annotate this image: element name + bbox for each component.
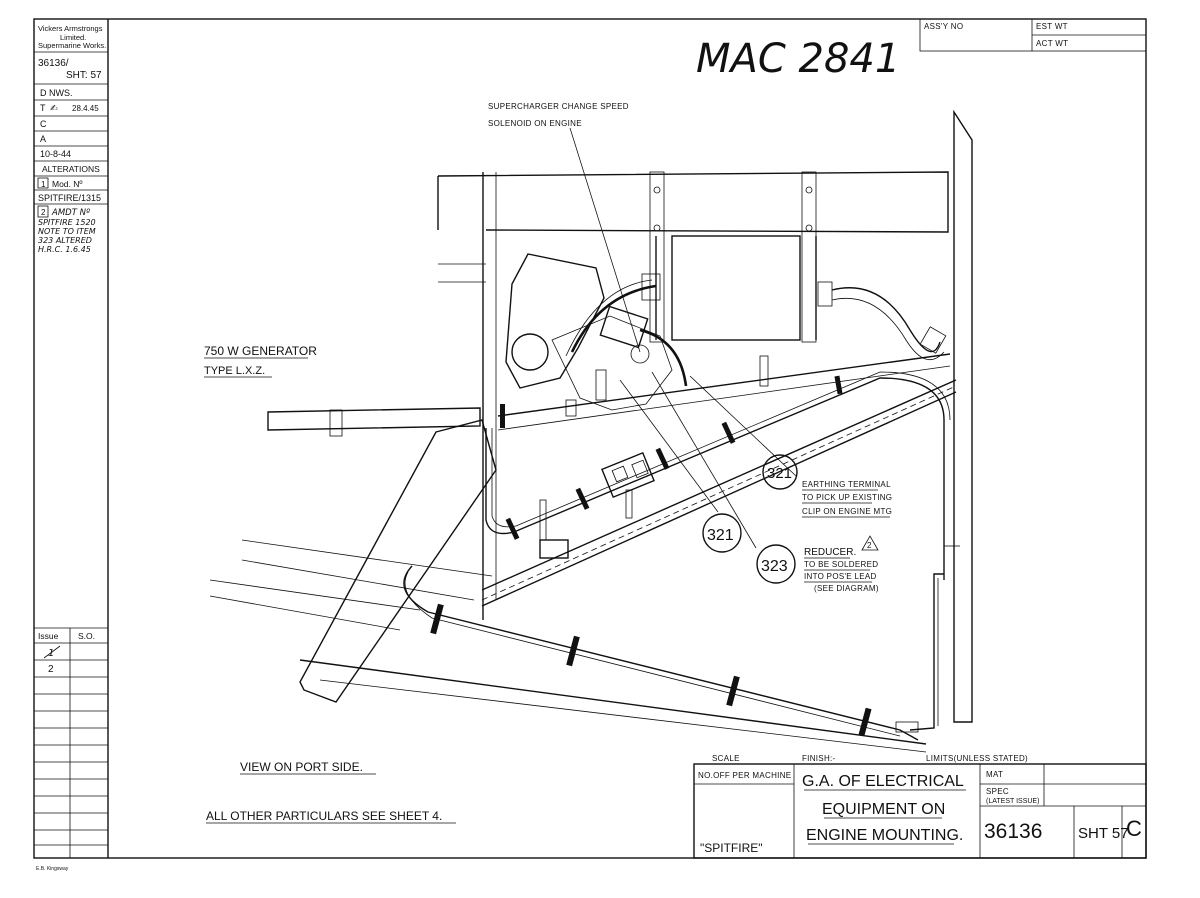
engine-block	[505, 253, 673, 411]
earthing-callout-3: Clip On Engine MTG	[802, 507, 892, 516]
amendment-line-3: NOTE TO ITEM	[38, 227, 96, 236]
limits-label: Limits(Unless Stated)	[926, 754, 1028, 763]
assy-no-label: Ass'y No	[924, 22, 963, 31]
mod-label: Mod. Nº	[52, 179, 83, 189]
earthing-callout-1: Earthing Terminal	[802, 480, 891, 489]
amendment-triangle	[861, 535, 879, 551]
title-line-1: G.A. of Electrical	[802, 773, 964, 790]
particulars-note: All Other Particulars See Sheet 4.	[206, 809, 442, 823]
engine-mounting-drawing	[209, 109, 973, 753]
sheet-ref: SHT: 57	[66, 70, 102, 81]
no-off-label: No.Off Per Machine	[698, 771, 791, 780]
item-321-lower: 321	[707, 527, 734, 544]
machine-name: "Spitfire"	[700, 841, 763, 855]
company-line-1: Vickers Armstrongs	[38, 24, 103, 33]
reducer-callout-4: (See Diagram)	[814, 584, 879, 593]
reducer-callout-3: Into Pos'e Lead	[804, 572, 877, 581]
spec-label-1: Spec	[986, 787, 1009, 796]
generator	[641, 171, 833, 343]
t-initials-mark: ✍	[50, 104, 58, 114]
t-row: T	[40, 103, 46, 113]
amendment-line-5: H.R.C. 1.6.45	[38, 245, 91, 254]
reducer-callout-2: To Be Soldered	[804, 560, 878, 569]
title-block: Scale Finish:- Limits(Unless Stated) No.…	[693, 754, 1147, 859]
generator-callout-1: 750 W Generator	[204, 344, 317, 358]
spitfire-ref: SPITFIRE/1315	[38, 193, 101, 203]
company-line-3: Supermarine Works.	[38, 41, 106, 50]
title-line-2: Equipment on	[822, 801, 945, 818]
supercharger-callout-2: Solenoid On Engine	[488, 119, 582, 128]
earthing-callout-2: To Pick Up Existing	[802, 493, 892, 502]
amendment-line-4: 323 ALTERED	[38, 236, 92, 245]
item-321-upper: 321	[767, 465, 792, 482]
issue-header: Issue	[38, 631, 59, 641]
a-row: A	[40, 134, 46, 144]
t-date: 28.4.45	[72, 104, 99, 113]
company-line-2: Limited.	[60, 33, 86, 42]
spec-label-2: (Latest Issue)	[986, 798, 1039, 805]
left-info-column: Vickers Armstrongs Limited. Supermarine …	[34, 24, 108, 858]
amendment-line-2: SPITFIRE 1520	[38, 218, 96, 227]
drawing-ref: 36136/	[38, 58, 69, 69]
act-wt-label: Act Wt	[1036, 39, 1068, 48]
amendment-number: 2	[41, 208, 46, 217]
handwritten-drawing-number: MAC 2841	[696, 36, 900, 82]
amendment-line-1: AMDT Nº	[51, 208, 90, 218]
view-note: View On Port Side.	[240, 760, 363, 774]
footer-mark: E.B. Kingsway	[36, 866, 69, 872]
sheet-number: SHT 57	[1078, 825, 1129, 842]
mod-number: 1	[41, 180, 46, 189]
so-header: S.O.	[78, 631, 95, 641]
regulator-box	[539, 451, 655, 559]
notes: View On Port Side. All Other Particulars…	[206, 760, 456, 824]
d-row: D NWS.	[40, 88, 73, 98]
alterations-heading: ALTERATIONS	[42, 164, 100, 174]
c-row: C	[40, 119, 47, 129]
drawing-number: 36136	[984, 820, 1042, 843]
supercharger-callout-1: Supercharger Change Speed	[488, 102, 629, 111]
issue-letter: C	[1126, 816, 1142, 841]
item-323: 323	[761, 558, 788, 575]
item-321-upper-circle	[762, 454, 798, 490]
sheet-border	[33, 18, 1147, 859]
issue-1: 1	[48, 648, 54, 659]
top-right-weight-box: Ass'y No Est Wt Act Wt	[919, 18, 1147, 52]
title-line-3: Engine Mounting.	[806, 827, 963, 844]
amendment-triangle-number: 2	[867, 541, 872, 550]
scale-label: Scale	[712, 754, 740, 763]
generator-callout-2: Type L.X.Z.	[204, 365, 265, 377]
callouts: Supercharger Change Speed Solenoid On En…	[204, 102, 892, 593]
item-323-circle	[756, 544, 796, 584]
date-row: 10-8-44	[40, 149, 71, 159]
finish-label: Finish:-	[802, 754, 836, 763]
mat-label: Mat	[986, 770, 1003, 779]
issue-2: 2	[48, 664, 54, 675]
reducer-callout-1: Reducer.	[804, 547, 856, 558]
est-wt-label: Est Wt	[1036, 22, 1068, 31]
item-321-lower-circle	[702, 513, 742, 553]
